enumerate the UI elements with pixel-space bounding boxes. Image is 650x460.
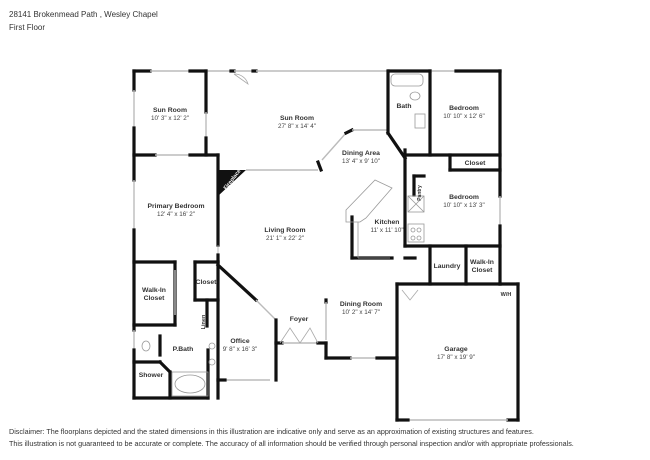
room-office: Office — [230, 338, 249, 345]
room-sunroom-1: Sun Room — [153, 107, 187, 114]
room-labels: Sun Room 10' 3" x 12' 2" Sun Room 27' 8"… — [139, 103, 512, 379]
room-bedroom-1: Bedroom — [449, 105, 479, 112]
disclaimer-line-1: Disclaimer: The floorplans depicted and … — [9, 427, 534, 436]
room-pantry: Pantry — [417, 185, 423, 201]
walls — [132, 69, 520, 422]
disclaimer: Disclaimer: The floorplans depicted and … — [9, 426, 574, 450]
room-garage: Garage — [444, 346, 468, 353]
svg-text:27' 8" x 14' 4": 27' 8" x 14' 4" — [278, 123, 316, 130]
water-heater-label: W/H — [501, 292, 512, 298]
room-laundry: Laundry — [434, 263, 461, 270]
room-bath: Bath — [396, 103, 411, 110]
floor-label: First Floor — [9, 23, 45, 32]
room-closet-2: Closet — [196, 279, 218, 286]
svg-text:10' 10" x 12' 6": 10' 10" x 12' 6" — [443, 113, 485, 120]
room-dining-area: Dining Area — [342, 150, 380, 157]
disclaimer-line-2: This illustration is not guaranteed to b… — [9, 439, 574, 448]
room-dining-room: Dining Room — [340, 301, 382, 308]
svg-text:10' 2" x 14' 7": 10' 2" x 14' 7" — [342, 309, 380, 316]
svg-text:11' x 11' 10": 11' x 11' 10" — [370, 227, 403, 234]
room-living-room: Living Room — [264, 227, 305, 234]
svg-text:Closet: Closet — [144, 295, 166, 302]
svg-text:13' 4" x 9' 10": 13' 4" x 9' 10" — [342, 158, 380, 165]
room-bedroom-2: Bedroom — [449, 194, 479, 201]
room-closet-1: Closet — [465, 160, 487, 167]
room-sunroom-2: Sun Room — [280, 115, 314, 122]
room-kitchen: Kitchen — [375, 219, 400, 226]
room-primary-bedroom: Primary Bedroom — [147, 203, 204, 210]
room-shower: Shower — [139, 372, 164, 379]
svg-text:10' 3" x 12' 2": 10' 3" x 12' 2" — [151, 115, 189, 122]
room-foyer: Foyer — [290, 316, 309, 323]
svg-text:10' 10" x 13' 3": 10' 10" x 13' 3" — [443, 202, 485, 209]
svg-text:Closet: Closet — [472, 267, 494, 274]
room-linen: Linen — [201, 314, 207, 329]
room-walkin-closet-1: Walk-In — [470, 259, 494, 266]
header: 28141 Brokenmead Path , Wesley Chapel Fi… — [9, 8, 158, 34]
property-address: 28141 Brokenmead Path , Wesley Chapel — [9, 10, 158, 19]
fireplace-shape — [218, 170, 246, 196]
room-walkin-closet-2: Walk-In — [142, 287, 166, 294]
svg-text:9' 8" x 16' 3": 9' 8" x 16' 3" — [223, 346, 258, 353]
room-pbath: P.Bath — [173, 346, 194, 353]
svg-text:17' 8" x 19' 9": 17' 8" x 19' 9" — [437, 354, 475, 361]
svg-text:12' 4" x 16' 2": 12' 4" x 16' 2" — [157, 211, 195, 218]
svg-text:21' 1" x 22' 2": 21' 1" x 22' 2" — [266, 235, 304, 242]
